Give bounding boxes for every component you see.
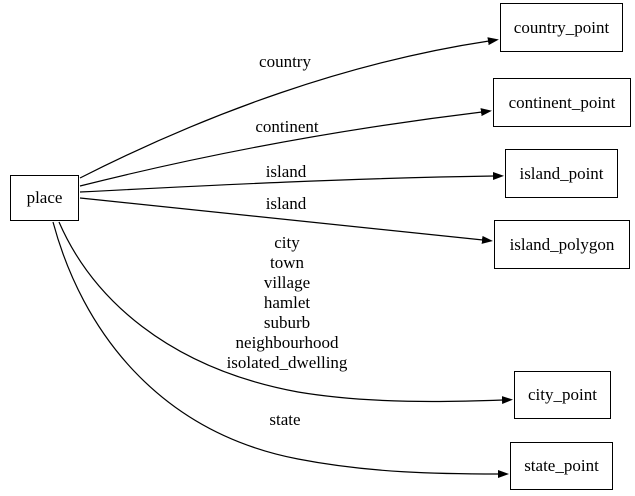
- node-state-point: state_point: [510, 442, 613, 490]
- node-island-polygon: island_polygon: [494, 220, 630, 269]
- edge-place-country-point: [79, 37, 499, 179]
- edge-label-continent: continent: [255, 117, 319, 136]
- node-island-point-label: island_point: [519, 163, 604, 183]
- node-place-label: place: [26, 188, 63, 207]
- edge-label-state: state: [269, 410, 301, 429]
- node-state-point-label: state_point: [524, 456, 599, 475]
- node-island-polygon-label: island_polygon: [509, 234, 615, 254]
- edge-label-country: country: [259, 52, 311, 71]
- edge-place-continent-point: [79, 108, 492, 187]
- node-city-point-label: city_point: [528, 385, 597, 404]
- node-place: place: [10, 175, 79, 221]
- node-island-point: island_point: [505, 149, 618, 198]
- edge-place-island-point: [79, 172, 504, 193]
- edge-place-island-polygon: [79, 197, 493, 244]
- edge-place-city-point: [58, 221, 513, 405]
- edge-place-state-point: [52, 221, 509, 478]
- edge-label-island-point: island: [265, 162, 307, 181]
- node-continent-point: continent_point: [493, 78, 631, 127]
- node-continent-point-label: continent_point: [508, 92, 616, 112]
- node-country-point-label: country_point: [513, 17, 610, 37]
- node-country-point: country_point: [500, 3, 623, 52]
- edge-label-city-group: city town village hamlet suburb neighbou…: [226, 233, 348, 372]
- node-city-point: city_point: [514, 371, 611, 419]
- edge-label-island-polygon: island: [265, 194, 307, 213]
